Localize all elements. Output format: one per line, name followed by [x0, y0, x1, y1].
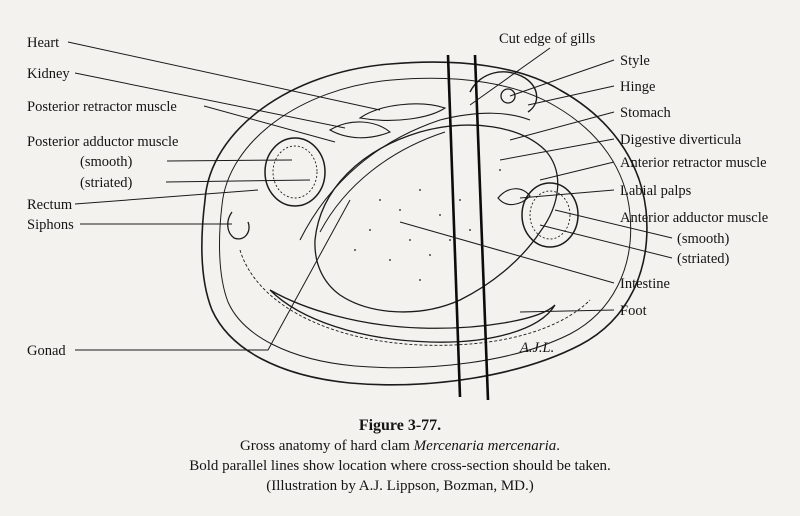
- label-hinge: Hinge: [620, 79, 655, 95]
- label-anterior-retractor-muscle: Anterior retractor muscle: [620, 155, 767, 171]
- label-posterior-smooth: (smooth): [80, 154, 133, 170]
- leader-ant-smooth: [554, 209, 673, 239]
- leader-labial-palps: [519, 189, 615, 199]
- foot-outline: [269, 289, 556, 343]
- umbo: [469, 71, 538, 113]
- artist-mark: A.J.L.: [519, 340, 554, 356]
- caption-credit: (Illustration by A.J. Lippson, Bozman, M…: [266, 478, 534, 494]
- posterior-adductor-inner: [272, 145, 318, 199]
- leader-digestive-diverticula: [499, 138, 615, 161]
- leader-lines: [67, 41, 673, 351]
- leader-post-striated: [165, 179, 311, 183]
- leader-heart: [67, 41, 381, 111]
- shell-outline: [201, 61, 648, 386]
- label-kidney: Kidney: [27, 66, 70, 82]
- label-anterior-adductor-muscle: Anterior adductor muscle: [620, 210, 768, 226]
- gill-edge: [299, 112, 531, 241]
- gill-edge-2: [319, 131, 446, 233]
- caption-line-1: Gross anatomy of hard clam Mercenaria me…: [0, 438, 800, 455]
- cross-section-line-right: [473, 54, 490, 401]
- labial-palps: [497, 188, 531, 206]
- leader-style: [509, 59, 615, 97]
- label-posterior-adductor-muscle: Posterior adductor muscle: [27, 134, 178, 150]
- label-anterior-striated: (striated): [677, 251, 730, 267]
- label-posterior-retractor-muscle: Posterior retractor muscle: [27, 99, 177, 115]
- leader-hinge: [527, 85, 615, 106]
- label-heart: Heart: [27, 35, 59, 51]
- kidney-outline: [328, 121, 392, 139]
- style-sac: [500, 88, 516, 104]
- leader-kidney: [74, 72, 346, 129]
- label-stomach: Stomach: [620, 105, 671, 121]
- label-style: Style: [620, 53, 650, 69]
- leader-foot: [519, 309, 615, 313]
- label-siphons: Siphons: [27, 217, 74, 233]
- posterior-adductor-muscle: [264, 137, 326, 207]
- cross-section-line-left: [446, 54, 462, 398]
- leader-intestine: [399, 221, 615, 284]
- pallial-line: [239, 249, 591, 346]
- leader-cut-edge: [469, 47, 551, 106]
- label-gonad: Gonad: [27, 343, 66, 359]
- caption-line-1-prefix: Gross anatomy of hard clam: [239, 438, 414, 454]
- figure-title: Figure 3-77.: [358, 417, 442, 434]
- label-rectum: Rectum: [27, 197, 73, 213]
- leader-posterior-retractor: [203, 105, 336, 143]
- anterior-adductor-inner: [529, 190, 571, 240]
- label-digestive-diverticula: Digestive diverticula: [620, 132, 742, 148]
- leader-gonad: [75, 199, 351, 351]
- leader-ant-striated: [539, 224, 673, 259]
- leader-anterior-retractor: [539, 161, 615, 181]
- visceral-mass: [314, 124, 559, 313]
- caption-species-name: Mercenaria mercenaria: [413, 438, 557, 454]
- label-anterior-smooth: (smooth): [677, 231, 730, 247]
- label-cut-edge-of-gills: Cut edge of gills: [499, 31, 596, 47]
- siphons: [227, 211, 250, 240]
- caption-line-1-suffix: .: [556, 438, 561, 454]
- label-foot: Foot: [620, 303, 647, 319]
- shell-margin: [219, 77, 632, 369]
- leader-rectum: [74, 189, 259, 205]
- heart-outline: [358, 103, 447, 121]
- leader-post-smooth: [166, 159, 293, 162]
- label-intestine: Intestine: [620, 276, 670, 292]
- label-posterior-striated: (striated): [80, 175, 133, 191]
- label-labial-palps: Labial palps: [620, 183, 692, 199]
- caption-line-2: Bold parallel lines show location where …: [189, 458, 611, 474]
- visceral-stipple: [354, 169, 501, 281]
- leader-stomach: [509, 111, 615, 141]
